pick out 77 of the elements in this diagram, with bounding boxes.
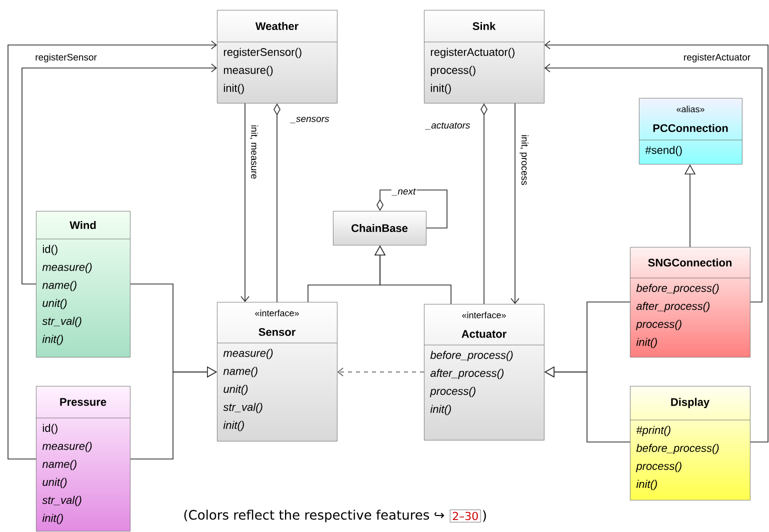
method-name: name() (42, 280, 76, 292)
class-box (630, 386, 750, 500)
edge-label: _sensors (290, 116, 330, 124)
association-arrow (544, 40, 768, 442)
stereotype-label: «interface» (462, 312, 506, 318)
method-name: unit() (224, 384, 248, 396)
class-box (424, 10, 544, 104)
class-box (36, 211, 130, 358)
class-name: Sink (472, 22, 496, 30)
class-name: ChainBase (352, 224, 408, 232)
method-name: process() (636, 320, 682, 330)
method-name: id() (42, 424, 58, 434)
class-name: Actuator (462, 330, 506, 338)
method-name: process() (636, 462, 682, 472)
inheritance-arrow (130, 366, 217, 460)
stereotype-label: «alias» (676, 106, 704, 112)
dependency-arrow (337, 368, 424, 376)
method-name: before_process() (636, 284, 719, 294)
method-name: str_val() (42, 496, 82, 506)
class-name: Sensor (258, 328, 296, 336)
method-name: process() (430, 66, 476, 76)
method-name: measure() (42, 262, 92, 274)
class-box (36, 386, 130, 532)
class-box (333, 211, 426, 246)
method-name: id() (42, 244, 58, 256)
reference-box: 2–30 (450, 510, 481, 522)
method-name: unit() (42, 478, 67, 488)
method-name: init() (636, 480, 657, 490)
method-name: name() (42, 460, 76, 470)
method-name: before_process() (636, 444, 719, 454)
class-name: Wind (70, 220, 96, 230)
association-arrow (22, 64, 217, 284)
association-arrow (510, 103, 520, 304)
class-box (216, 302, 338, 442)
edge-label: _next (391, 187, 417, 197)
method-name: measure() (224, 66, 273, 76)
class-name: Display (671, 398, 710, 408)
method-name: init() (430, 84, 451, 94)
edge-label: _actuators (424, 121, 472, 131)
class-box (630, 247, 750, 358)
class-name: SNGConnection (648, 258, 732, 267)
method-name: str_val() (42, 316, 82, 328)
method-name: measure() (42, 442, 92, 452)
association-arrow (8, 40, 217, 460)
method-name: before_process() (430, 350, 513, 362)
method-name: registerActuator() (430, 48, 514, 58)
method-name: unit() (42, 298, 67, 310)
method-name: #print() (636, 426, 670, 436)
class-box (424, 304, 544, 440)
method-name: init() (224, 84, 244, 94)
edge-label: init, measure (248, 124, 260, 180)
association-arrow (240, 103, 250, 302)
class-name: PCConnection (653, 124, 728, 132)
method-name: init() (42, 514, 63, 524)
edge-label: registerSensor (34, 52, 98, 64)
method-name: name() (223, 366, 258, 378)
method-name: str_val() (223, 402, 262, 414)
edge-label: registerActuator (682, 52, 752, 64)
method-name: after_process() (636, 302, 710, 312)
method-name: init() (636, 338, 657, 348)
caption: (Colors reflect the respective features ↪ (184, 510, 444, 522)
method-name: init() (223, 420, 244, 432)
method-name: after_process() (430, 368, 504, 380)
method-name: #send() (645, 146, 682, 156)
class-name: Weather (255, 22, 298, 30)
stereotype-label: «interface» (255, 310, 299, 316)
class-box (638, 98, 742, 164)
class-name: Pressure (60, 398, 106, 406)
class-box (216, 10, 338, 104)
method-name: init() (42, 334, 63, 346)
association-arrow (544, 64, 762, 302)
edge-label: init, process (518, 134, 530, 186)
caption-parenthesis: ) (483, 510, 486, 522)
method-name: measure() (223, 348, 273, 360)
method-name: init() (430, 404, 451, 416)
method-name: process() (430, 386, 476, 398)
method-name: registerSensor() (224, 48, 302, 58)
